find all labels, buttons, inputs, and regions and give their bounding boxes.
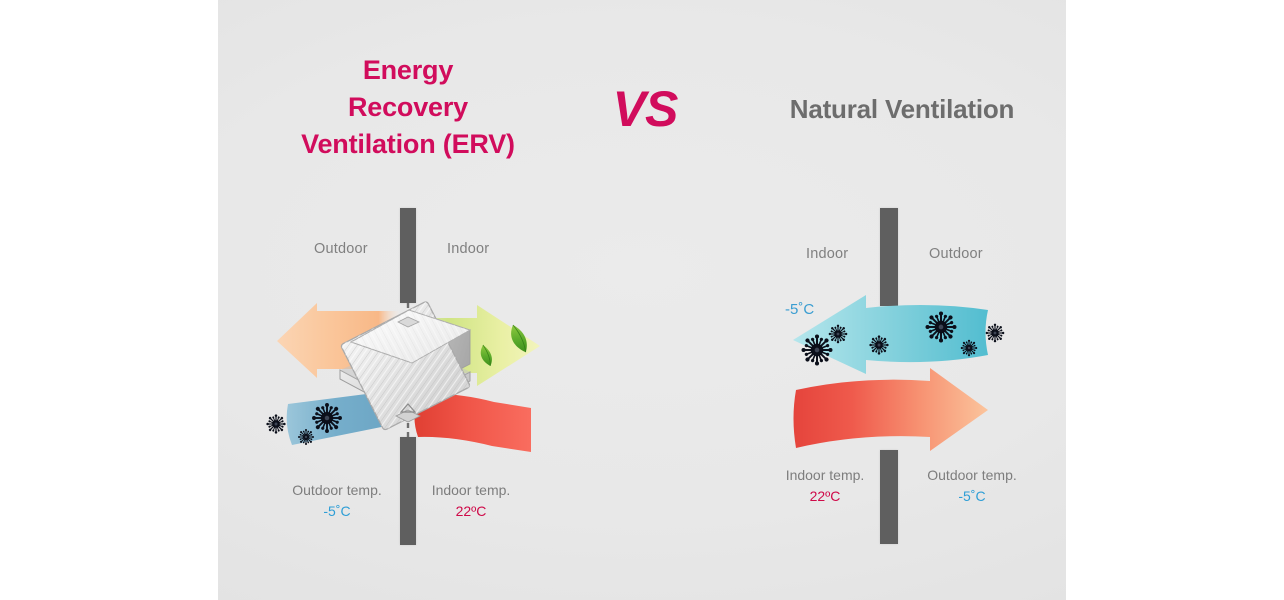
left-indoor-temp-value: 22ºC (455, 503, 487, 519)
right-indoor-temp-block: Indoor temp. 22ºC (752, 465, 898, 507)
left-zone-indoor-label: Indoor (447, 241, 490, 257)
right-indoor-temp-value: 22ºC (809, 488, 841, 504)
right-floating-cold-temp: -5˚C (785, 301, 815, 318)
right-outdoor-temp-caption: Outdoor temp. (927, 467, 1017, 483)
left-outdoor-temp-caption: Outdoor temp. (292, 482, 382, 498)
right-wall-lower-segment (880, 450, 898, 544)
left-panel-title: Energy Recovery Ventilation (ERV) (258, 52, 558, 163)
right-outdoor-temp-value: -5˚C (958, 488, 986, 504)
left-zone-outdoor-label: Outdoor (314, 241, 368, 257)
right-zone-indoor-label: Indoor (806, 246, 849, 262)
right-outdoor-temp-block: Outdoor temp. -5˚C (896, 465, 1048, 507)
left-outdoor-temp-value: -5˚C (323, 503, 351, 519)
right-indoor-temp-caption: Indoor temp. (785, 467, 865, 483)
right-panel-title: Natural Ventilation (789, 94, 1015, 124)
left-wall-upper-segment (400, 208, 416, 303)
left-title-line-1: Energy (362, 55, 454, 85)
right-wall-upper-segment (880, 208, 898, 306)
left-indoor-temp-block: Indoor temp. 22ºC (400, 480, 542, 522)
left-title-line-2: Recovery (348, 92, 468, 122)
left-outdoor-temp-block: Outdoor temp. -5˚C (262, 480, 412, 522)
versus-label: VS (612, 81, 679, 137)
left-title-line-3: Ventilation (ERV) (301, 129, 515, 159)
right-zone-outdoor-label: Outdoor (929, 246, 983, 262)
left-wall-lower-segment (400, 437, 416, 545)
left-indoor-temp-caption: Indoor temp. (431, 482, 511, 498)
